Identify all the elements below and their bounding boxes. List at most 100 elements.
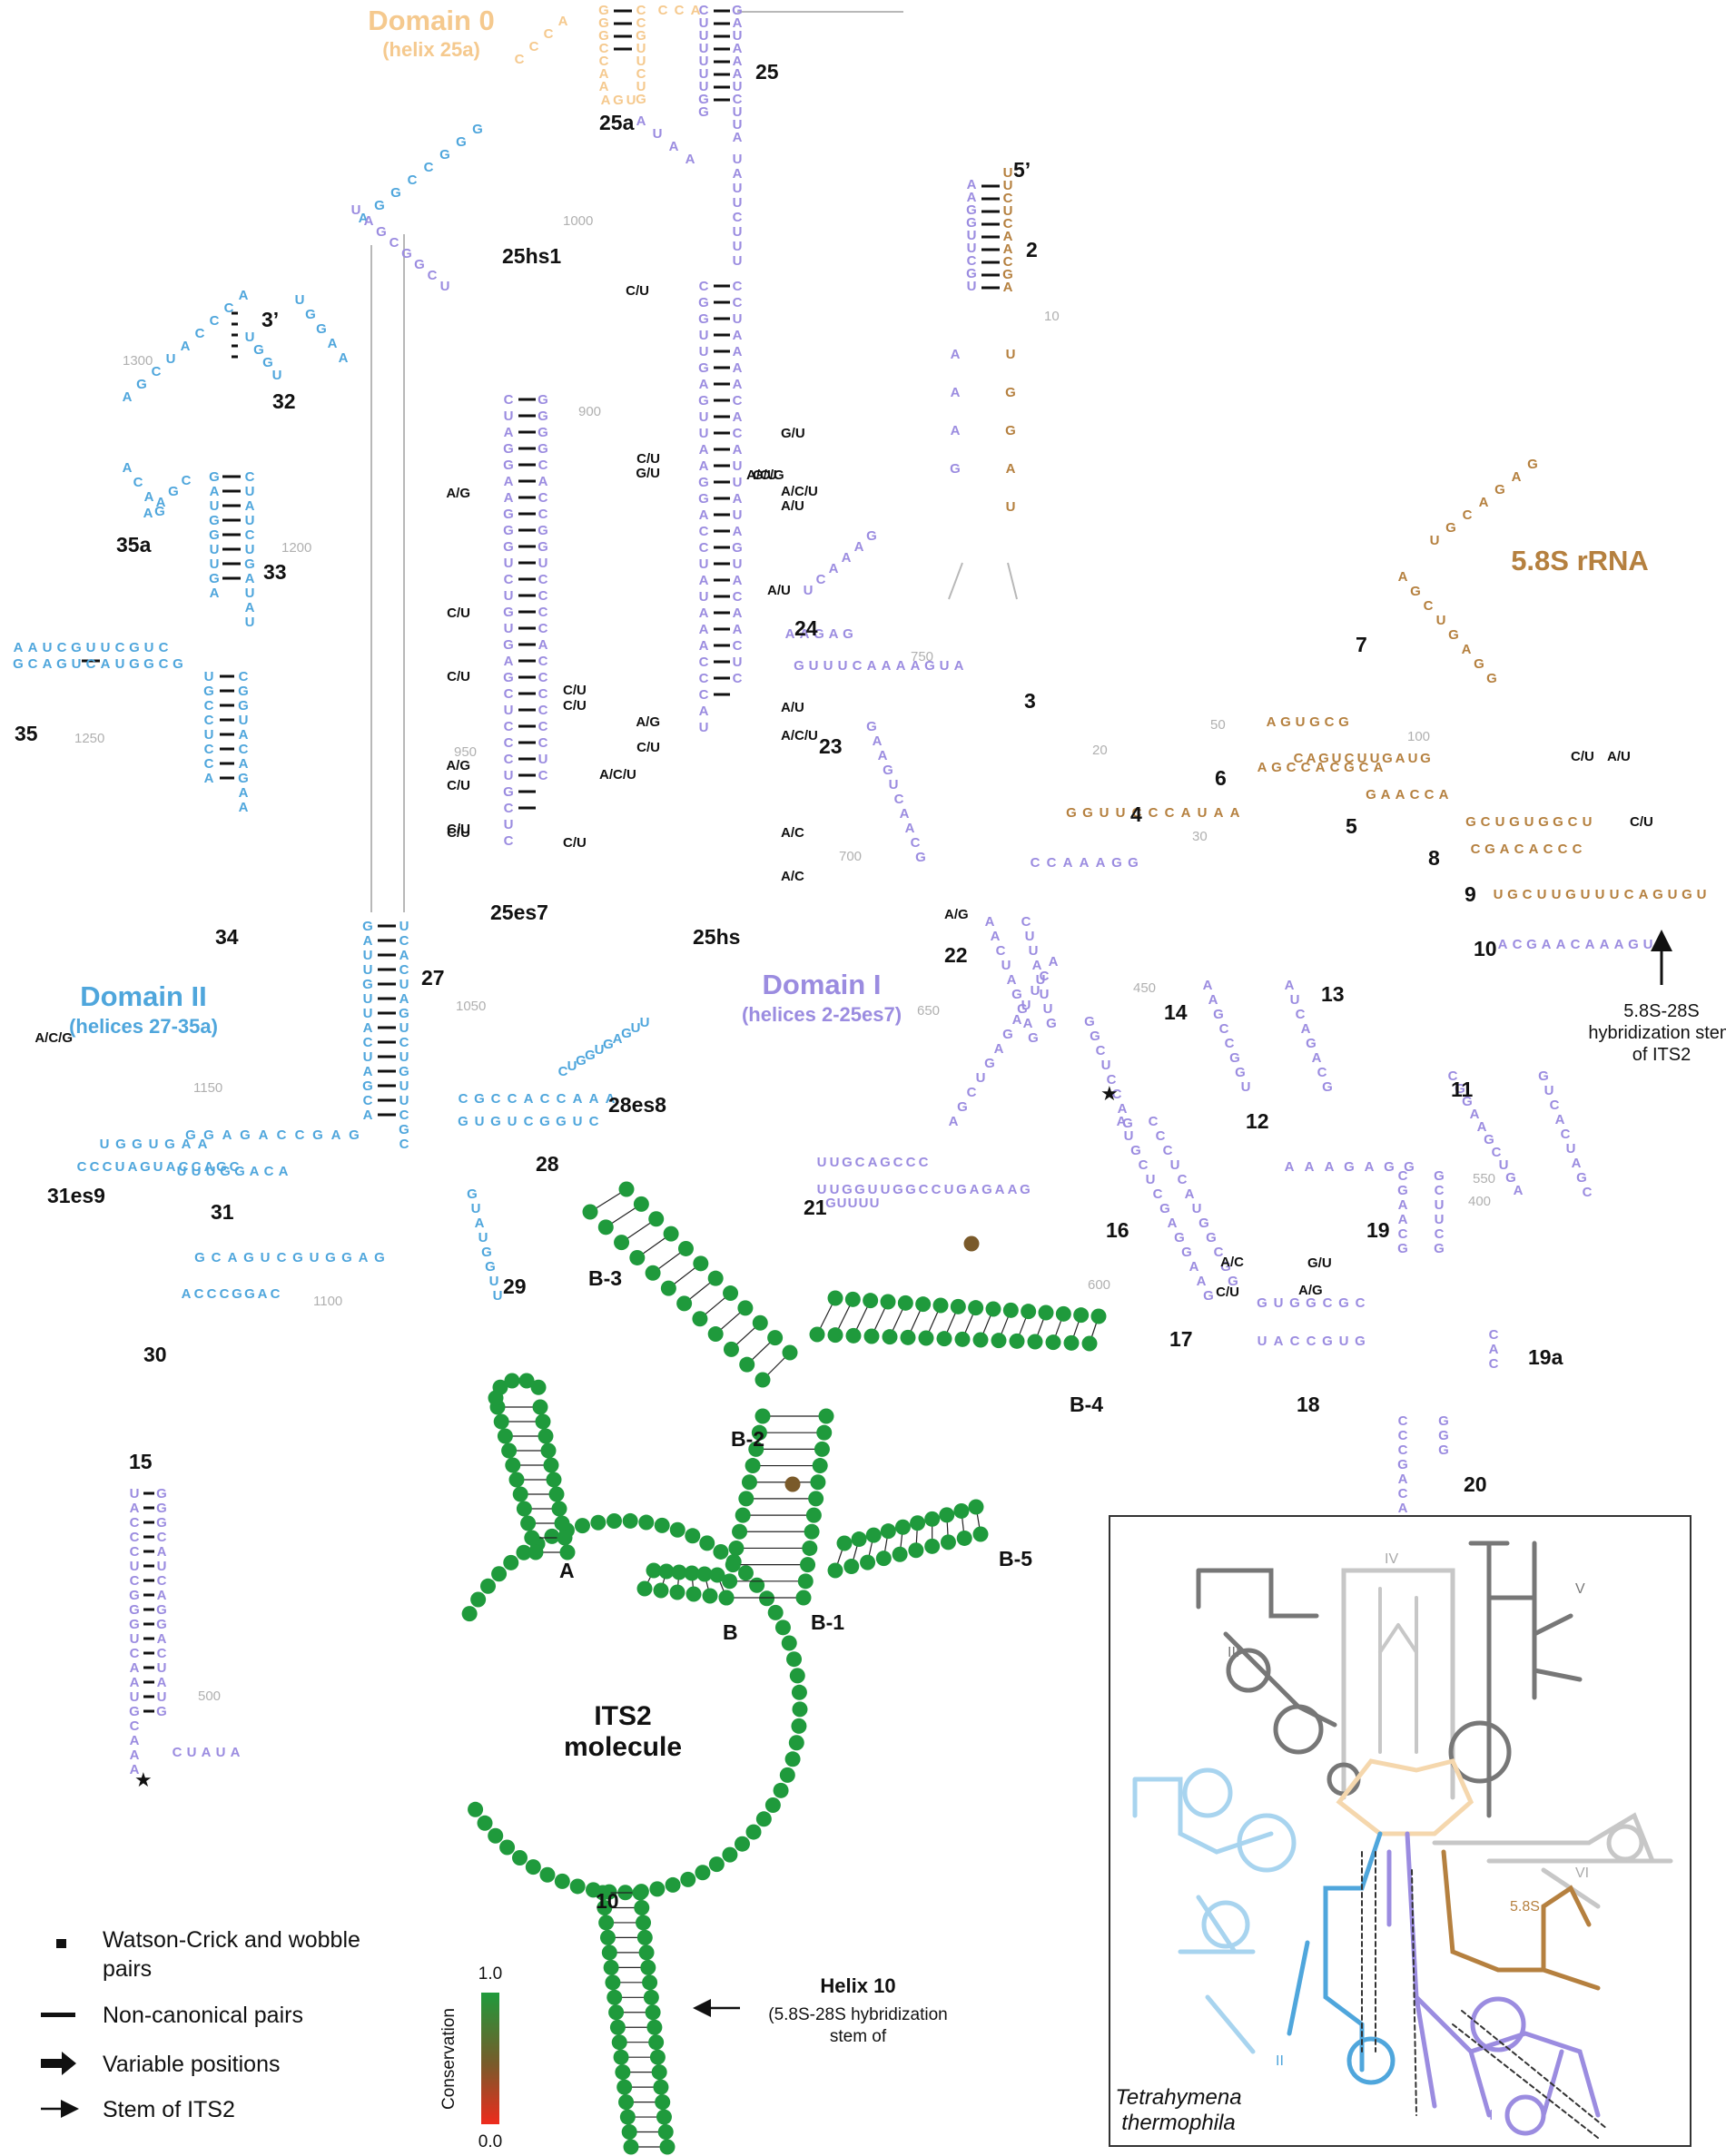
- nucleotide: A: [1365, 1159, 1375, 1175]
- nucleotide: G: [129, 1602, 140, 1618]
- nucleotide: C: [733, 210, 743, 225]
- nucleotide: A: [1316, 760, 1326, 775]
- nucleotide: G: [1228, 1274, 1238, 1289]
- nucleotide: U: [1258, 1334, 1267, 1349]
- nucleotide: G: [636, 92, 646, 107]
- its2-nucleotide: [528, 1544, 544, 1560]
- nucleotide: C: [1294, 751, 1304, 766]
- its2-nucleotide: [677, 1240, 694, 1256]
- nucleotide: G: [244, 1286, 255, 1302]
- nucleotide: U: [399, 977, 409, 992]
- nucleotide: A: [1396, 751, 1405, 766]
- nucleotide: G: [794, 658, 804, 674]
- helix-label: 15: [129, 1450, 153, 1473]
- nucleotide: A: [1003, 229, 1013, 244]
- nucleotide: A: [204, 1159, 214, 1175]
- nucleotide: C: [1325, 714, 1335, 730]
- nucleotide: G: [129, 1704, 140, 1719]
- nucleotide: C: [636, 15, 646, 31]
- nucleotide: G: [1206, 1230, 1217, 1245]
- variable-position-label: A/C: [1220, 1255, 1244, 1270]
- nucleotide: G: [362, 919, 373, 934]
- nucleotide: U: [130, 1486, 140, 1501]
- inset-numeral: VI: [1575, 1866, 1589, 1881]
- variable-position-label: A/C/U: [599, 767, 636, 783]
- nucleotide: G: [349, 1127, 360, 1143]
- legend-label: Non-canonical pairs: [103, 2003, 303, 2028]
- position-number: 400: [1468, 1194, 1491, 1209]
- nucleotide: U: [1036, 972, 1046, 988]
- nucleotide: C: [699, 3, 709, 18]
- nucleotide: G: [538, 523, 548, 538]
- nucleotide: C: [90, 1159, 100, 1175]
- nucleotide: A: [1168, 1216, 1178, 1231]
- nucleotide: G: [1410, 584, 1421, 599]
- nucleotide: U: [733, 104, 743, 120]
- nucleotide: U: [504, 768, 514, 783]
- nucleotide: G: [156, 1501, 167, 1516]
- nucleotide: C: [906, 1155, 916, 1170]
- nucleotide: G: [1448, 627, 1459, 643]
- helix-label: 21: [804, 1196, 827, 1219]
- variable-position-label: A/U: [781, 498, 804, 514]
- nucleotide: A: [328, 336, 338, 351]
- its2-nucleotide: [643, 1989, 659, 2005]
- nucleotide: G: [503, 637, 514, 653]
- position-number: 10: [1044, 309, 1060, 324]
- helix-label: 35: [15, 722, 38, 745]
- helix-labels: 25a 25 2 25hs1 32 35a 33 35 34 25es7 25h…: [15, 60, 1563, 1496]
- its2-branch-label: B: [723, 1620, 738, 1644]
- nucleotide: A: [504, 654, 514, 669]
- nucleotide: G: [1382, 751, 1393, 766]
- nucleotide: U: [130, 1689, 140, 1705]
- nucleotide: C: [599, 54, 609, 69]
- its2-nucleotide: [752, 1314, 768, 1331]
- nucleotide: C: [515, 52, 525, 67]
- nucleotide: C: [182, 473, 192, 488]
- nucleotide: G: [401, 246, 412, 261]
- variable-position-label: G/U: [781, 426, 805, 441]
- its2-nucleotide: [956, 1530, 972, 1546]
- domain1-title: Domain I: [763, 969, 882, 1000]
- its2-nucleotide: [810, 1474, 826, 1491]
- nucleotide: C: [295, 1127, 305, 1143]
- nucleotide: U: [1435, 1212, 1445, 1227]
- nucleotide: A: [228, 1250, 238, 1265]
- nucleotide: C: [1573, 842, 1583, 857]
- nucleotide: G: [238, 698, 249, 714]
- its2-nucleotide: [505, 1457, 521, 1473]
- nucleotide: C: [1544, 842, 1553, 857]
- conservation-scale: 1.0 0.0 Conservation: [439, 1964, 502, 2151]
- nucleotide: U: [699, 344, 709, 359]
- leader-lines: [370, 11, 1018, 912]
- nucleotide: C: [699, 524, 709, 539]
- its2-nucleotide: [939, 1507, 955, 1523]
- nucleotide: U: [733, 28, 743, 44]
- nucleotide: A: [239, 727, 249, 743]
- nucleotide: C: [1435, 1226, 1445, 1242]
- its2-nucleotide: [508, 1472, 525, 1488]
- its2-nucleotide: [791, 1684, 807, 1700]
- its2-nucleotide: [557, 1530, 573, 1546]
- nucleotide: A: [1529, 842, 1539, 857]
- nucleotide: C: [1139, 1157, 1149, 1173]
- nucleotide: U: [944, 1182, 954, 1197]
- nucleotide: G: [209, 513, 220, 528]
- nucleotide: U: [859, 1196, 869, 1211]
- nucleotide: G: [1130, 1143, 1141, 1158]
- helix-label: 11: [1451, 1078, 1474, 1101]
- its2-nucleotide: [554, 1873, 570, 1889]
- its2-nucleotide: [623, 2139, 639, 2155]
- nucleotide: A: [359, 1250, 369, 1265]
- nucleotide: C: [538, 588, 548, 604]
- its2-nucleotide: [595, 1885, 611, 1901]
- nucleotide: G: [1527, 457, 1538, 472]
- nucleotide: C: [1481, 814, 1491, 830]
- nucleotide: G: [539, 1114, 550, 1129]
- nucleotide: A: [699, 638, 709, 654]
- nucleotide: C: [816, 572, 826, 587]
- variable-position-label: A/C/G: [35, 1030, 73, 1046]
- its2-nucleotide: [492, 1379, 508, 1395]
- nucleotide: C: [1003, 191, 1013, 206]
